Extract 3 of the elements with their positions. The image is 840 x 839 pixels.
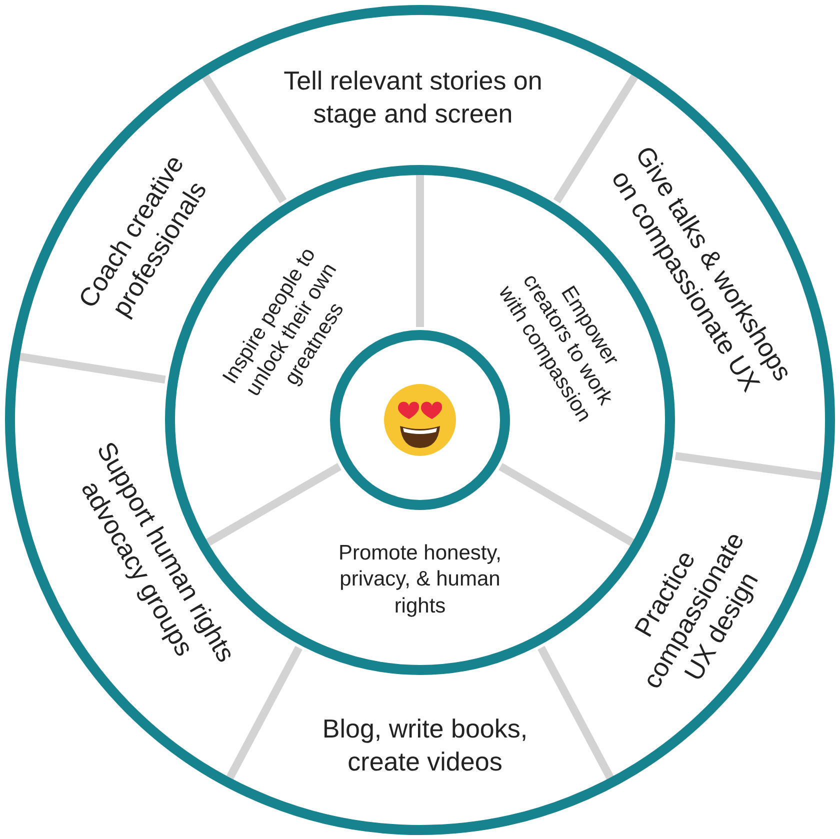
sector-label: Blog, write books, create videos	[321, 712, 529, 778]
sector-label: Promote honesty, privacy, & human rights	[337, 540, 503, 620]
sector-label: Tell relevant stories on stage and screen	[282, 64, 544, 130]
